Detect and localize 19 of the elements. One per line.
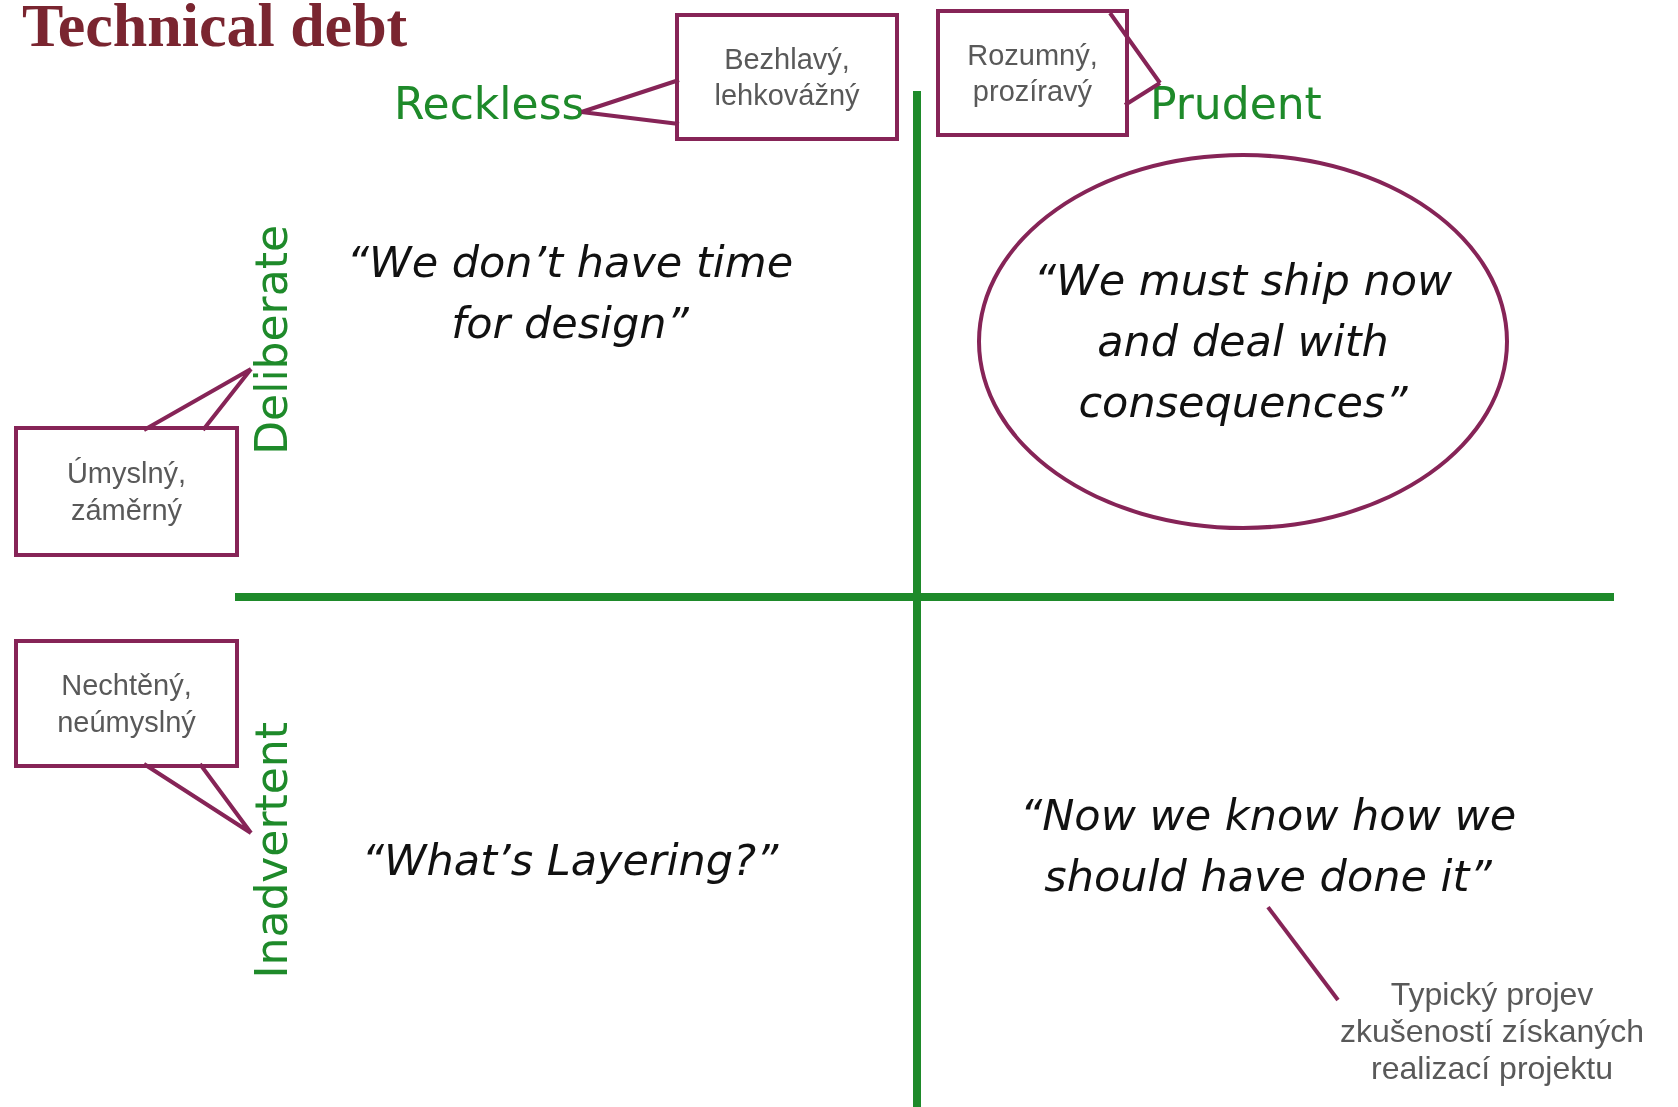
callout-tail xyxy=(1108,11,1162,107)
axis-label: Deliberate xyxy=(248,225,297,455)
quote-text: “Now we know how we should have done it” xyxy=(1003,785,1533,908)
quote-text: “We don’t have time for design” xyxy=(315,232,825,355)
speech-bubble: Nechtěný, neúmyslný xyxy=(14,639,239,768)
speech-bubble: Rozumný, prozíravý xyxy=(936,9,1129,137)
quote-text: “What’s Layering?” xyxy=(320,830,820,892)
callout-tail xyxy=(142,367,253,432)
speech-bubble: Úmyslný, záměrný xyxy=(14,426,239,557)
callout-tail xyxy=(579,78,681,126)
title: Technical debt xyxy=(22,0,408,56)
axis-label: Prudent xyxy=(1150,80,1322,129)
note-text: Typický projev zkušeností získaných realizací projektu xyxy=(1310,976,1674,1087)
quote-text: “We must ship now and deal with consequences” xyxy=(1032,253,1454,429)
axis-label: Reckless xyxy=(394,80,585,129)
axis-label: Inadvertent xyxy=(248,722,297,979)
speech-bubble: Bezhlavý, lehkovážný xyxy=(675,13,899,141)
callout-tail xyxy=(142,762,253,835)
leader-line xyxy=(1266,905,1340,1002)
